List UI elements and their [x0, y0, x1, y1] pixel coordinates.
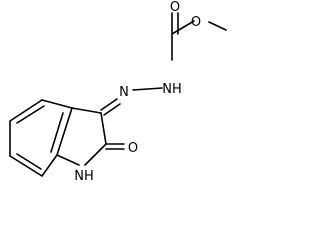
bond-n-c3-double-a: [100, 98, 118, 111]
atom-label-carbonyl-oxygen: O: [170, 0, 180, 15]
atom-label-imine-nitrogen: N: [119, 85, 129, 100]
bond-aromatic-inner-2: [16, 153, 42, 170]
bond-c7a-c3a: [56, 107, 73, 156]
bond-c6-c7: [9, 155, 43, 177]
atom-label-hydrazone-nh: NH: [162, 82, 182, 97]
bond-o-carbonyl-c: [171, 20, 195, 35]
bond-c3a-c4: [41, 99, 73, 109]
bond-n1-c7a: [56, 154, 80, 166]
molecule-structure-diagram: O O NH N O NH: [9, 0, 227, 184]
atom-label-lactam-oxygen: O: [128, 141, 138, 156]
bond-aromatic-inner-1: [16, 105, 45, 124]
atom-labels: O O NH N O NH: [74, 0, 201, 184]
bond-c7-c7a: [41, 154, 58, 177]
bond-n-c3-double-b: [103, 103, 121, 116]
bond-c2-n1: [84, 143, 107, 166]
bond-aromatic-inner-3: [50, 112, 64, 153]
atom-label-ring-nh: NH: [74, 169, 94, 184]
bond-c3-c2: [100, 112, 107, 145]
atom-label-ester-oxygen: O: [191, 15, 201, 30]
bond-c3-c3a: [71, 107, 102, 114]
bond-c4-c5: [9, 99, 43, 122]
bonds: [9, 12, 227, 177]
bond-nh-n: [132, 87, 163, 91]
bond-methyl-o: [208, 21, 227, 31]
